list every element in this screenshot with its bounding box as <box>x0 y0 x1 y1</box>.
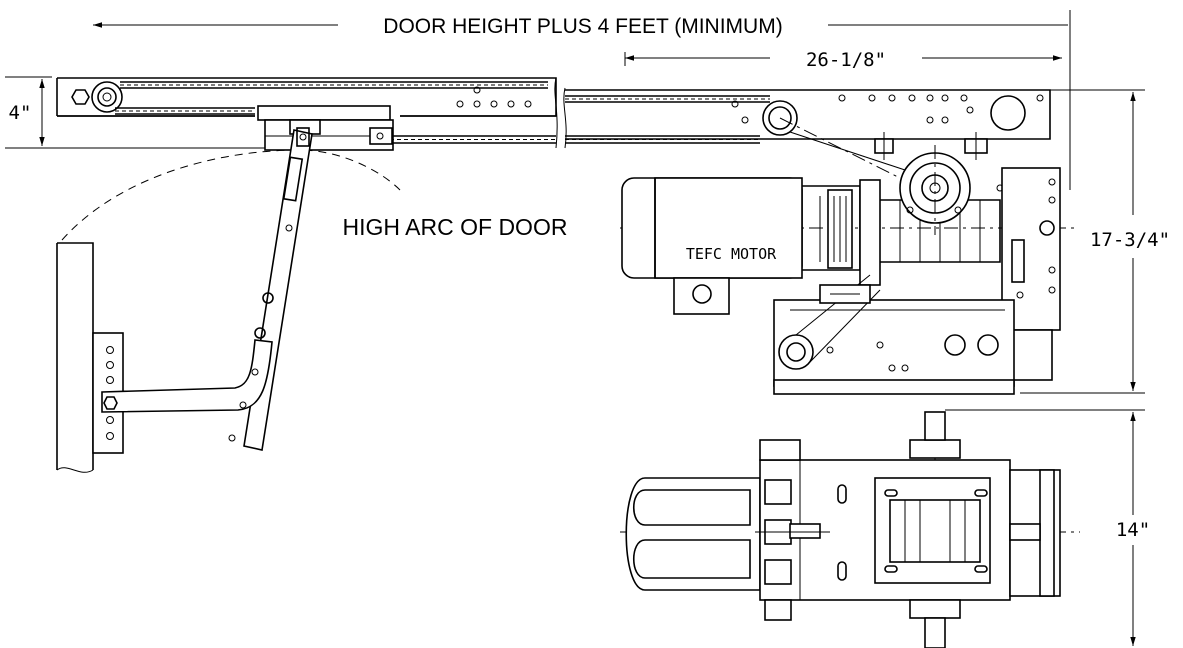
motor-label: TEFC MOTOR <box>686 245 777 263</box>
rail-left <box>56 77 557 117</box>
rail-dimension-label: 26-1/8" <box>806 49 886 71</box>
unit-depth-dimension <box>945 409 1145 646</box>
rail-height-label: 4" <box>9 102 32 124</box>
gearbox <box>859 145 1004 286</box>
door-arc-label: HIGH ARC OF DOOR <box>343 214 568 240</box>
overall-dimension-line <box>93 10 1071 190</box>
chain-bottom-left <box>115 107 255 115</box>
unit-depth-label: 14" <box>1116 519 1150 541</box>
rail-break <box>554 77 567 149</box>
control-box <box>773 274 1015 395</box>
trolley <box>257 105 394 151</box>
unit-height-label: 17-3/4" <box>1090 229 1170 251</box>
rail-right <box>565 89 1051 189</box>
rail-dimension-line <box>624 52 1062 66</box>
door-panel <box>56 242 124 473</box>
door-arm <box>101 127 313 451</box>
rail-height-dimension <box>5 76 285 149</box>
chain-top-left <box>120 81 548 89</box>
top-view-unit <box>620 411 1080 648</box>
header-brackets <box>874 132 988 160</box>
unit-height-dimension <box>1020 89 1145 394</box>
overall-dimension-label: DOOR HEIGHT PLUS 4 FEET (MINIMUM) <box>383 15 782 38</box>
